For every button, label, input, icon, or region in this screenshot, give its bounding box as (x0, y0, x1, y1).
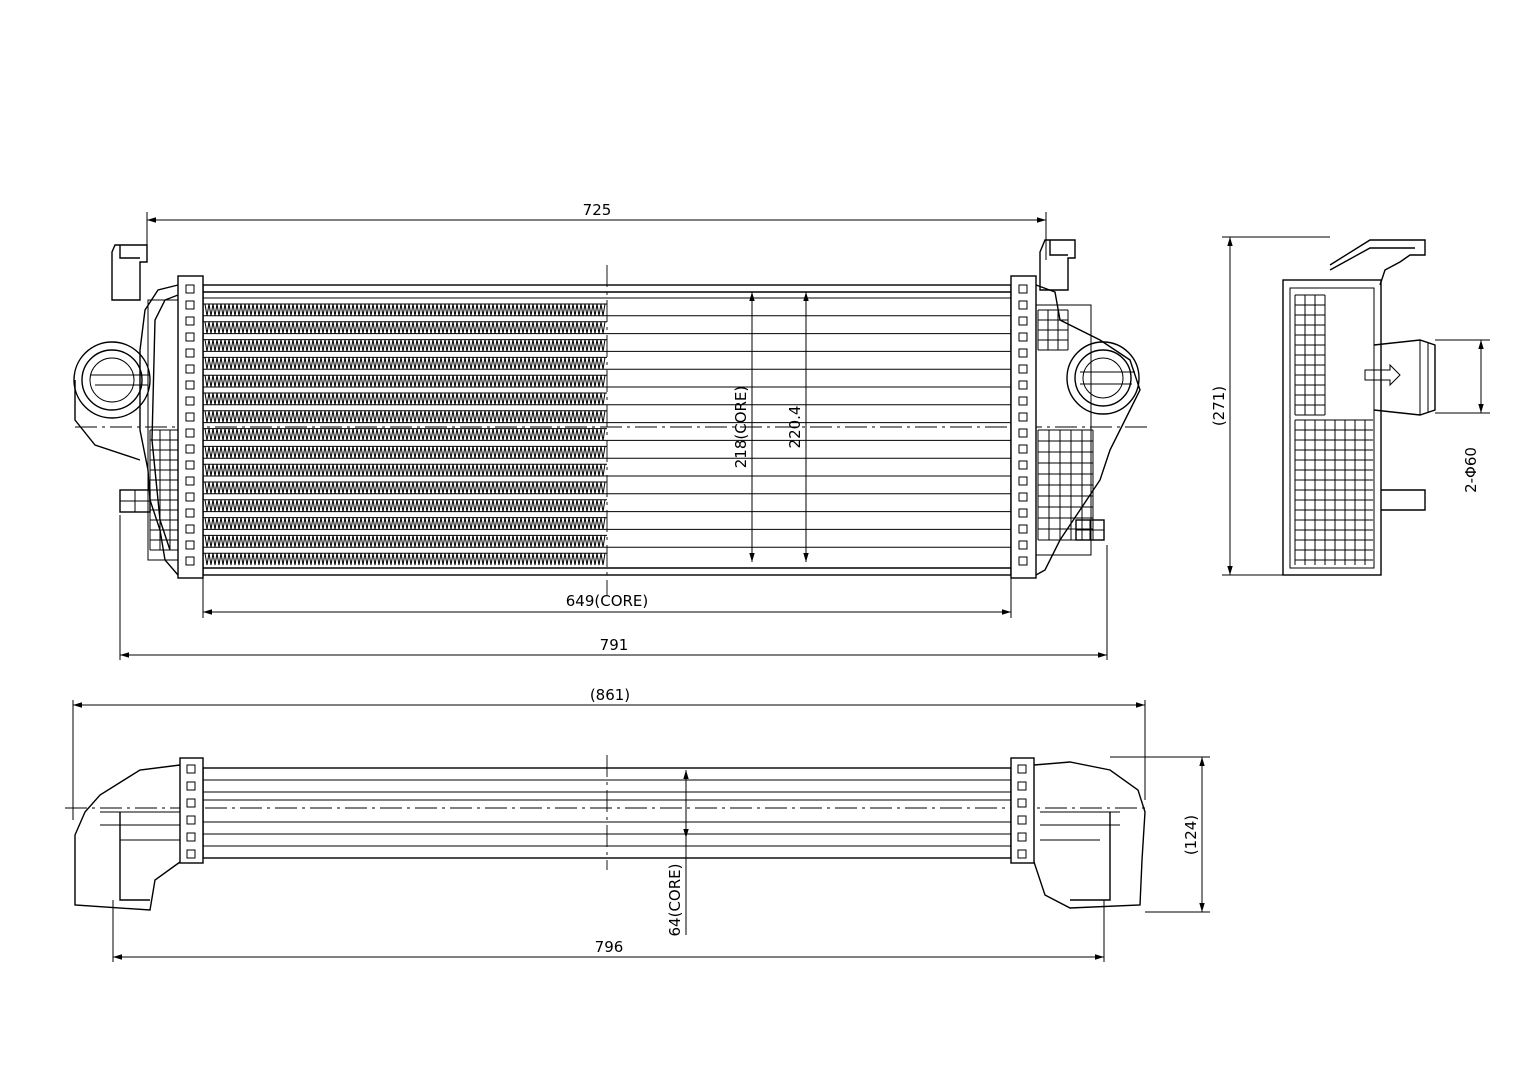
dim-796-label: 796 (595, 938, 624, 956)
dim-725: 725 (146, 201, 1047, 260)
dim-phi60-label: 2-Φ60 (1462, 447, 1480, 493)
dim-725-label: 725 (583, 201, 612, 219)
dim-649-core: 649(CORE) (202, 578, 1012, 618)
front-view: 725 649(CORE) 791 218(CORE) 220.4 (73, 201, 1150, 660)
left-header-tank (73, 244, 204, 579)
core-tubes (203, 297, 1011, 566)
dim-791: 791 (119, 515, 1108, 660)
dim-218-core: 218(CORE) (732, 292, 755, 562)
side-view: (271) 2-Φ60 (1210, 236, 1490, 576)
dim-220-4: 220.4 (786, 292, 809, 562)
dim-124-label: (124) (1182, 815, 1200, 855)
dim-861-label: (861) (590, 686, 630, 704)
dim-218-label: 218(CORE) (732, 386, 750, 469)
dim-649-label: 649(CORE) (566, 592, 649, 610)
dim-791-label: 791 (600, 636, 629, 654)
right-header-tank (1010, 239, 1141, 579)
bottom-view: (861) 796 64(CORE) (124) (65, 686, 1210, 962)
dim-220-4-label: 220.4 (786, 406, 804, 449)
dim-64-core-label: 64(CORE) (666, 864, 684, 937)
dim-271-label: (271) (1210, 386, 1228, 426)
